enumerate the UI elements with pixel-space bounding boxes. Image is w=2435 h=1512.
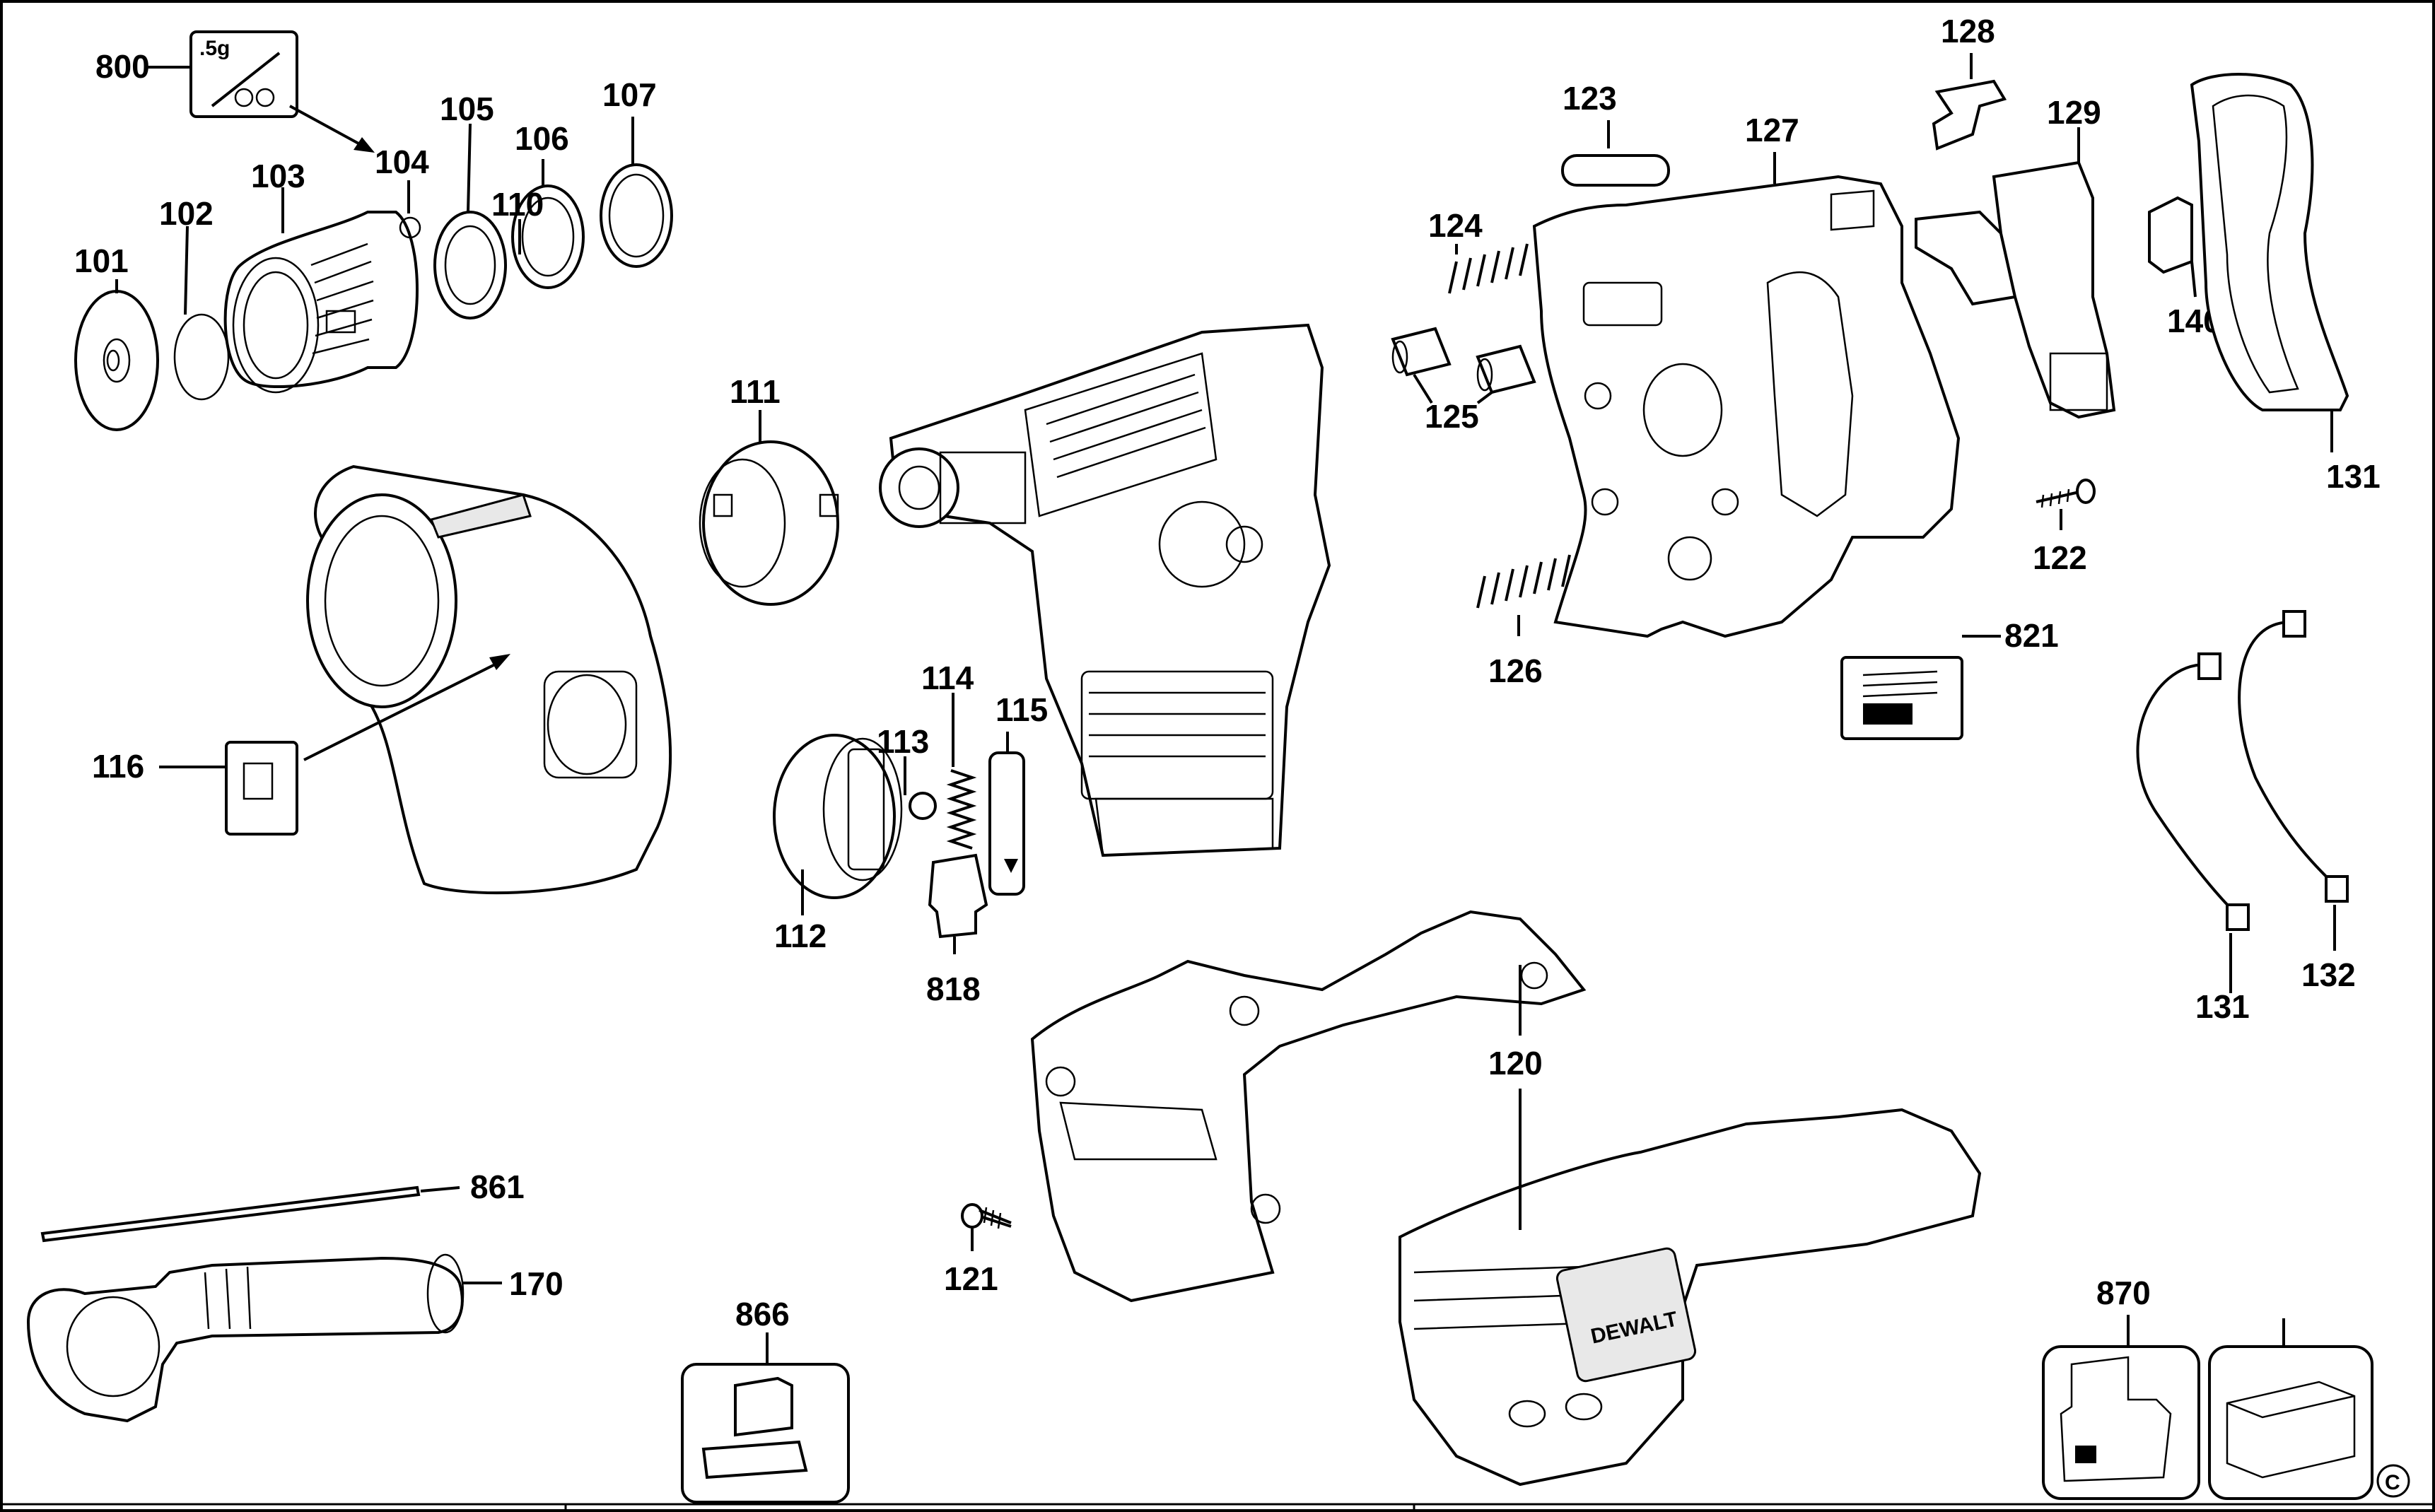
callout-126: 127 <box>1745 112 1799 148</box>
part-123-spring <box>1448 243 1529 294</box>
part-107-ring <box>600 117 673 268</box>
part-102-retaining-ring <box>173 225 230 401</box>
callout-132: 132 <box>2301 956 2356 993</box>
part-121-screw-lower <box>961 1203 1012 1251</box>
callout-861: 866 <box>735 1296 790 1332</box>
part-111-ring-nut <box>699 410 839 606</box>
part-121-screw-upper <box>2036 479 2096 530</box>
part-122-brush <box>1561 120 1670 187</box>
part-140-brush-holder <box>2148 196 2197 298</box>
callout-131: 131 <box>2195 988 2250 1025</box>
callout-122: 123 <box>1563 80 1617 117</box>
part-125-spring <box>1476 554 1571 636</box>
part-160-side-handle <box>26 1253 502 1423</box>
part-120-housing-left <box>1030 910 1587 1303</box>
part-104-ball <box>399 180 421 239</box>
part-112-mode-selector-knob <box>773 734 903 915</box>
callout-800: 800 <box>95 48 150 85</box>
motor-gearbox-assembly <box>879 323 1331 857</box>
part-120-housing-right: DEWALT <box>1398 1108 1982 1487</box>
callout-112: 112 <box>774 918 827 954</box>
callout-110: 110 <box>491 186 544 223</box>
part-105-guide-sleeve <box>433 123 507 320</box>
part-800-grease-kit: .5g <box>145 30 375 153</box>
callout-111: 111 <box>730 373 781 410</box>
part-818-label <box>159 654 510 836</box>
callout-102: 102 <box>159 195 214 232</box>
callout-821: 821 <box>2004 617 2059 654</box>
callout-866: 870 <box>2096 1274 2151 1311</box>
part-124-bushings <box>1391 327 1536 404</box>
callout-128: 129 <box>2047 94 2101 131</box>
copyright-symbol: C <box>2385 1471 2400 1494</box>
callout-160: 170 <box>509 1265 564 1302</box>
part-870-charger <box>2208 1318 2373 1500</box>
callout-129: 131 <box>2326 458 2381 495</box>
callout-170: 861 <box>470 1168 525 1205</box>
part-861-kit-box <box>681 1332 850 1504</box>
part-101-nose-cap <box>74 279 159 431</box>
part-106-collar <box>511 159 585 289</box>
part-127-clip <box>1932 53 2007 151</box>
part-114-spring <box>946 693 977 850</box>
part-866-battery-pack <box>2042 1315 2200 1500</box>
part-128-switch <box>1915 127 2116 419</box>
callout-116: 818 <box>926 971 981 1007</box>
callout-113: 113 <box>877 723 929 760</box>
callout-115: 115 <box>995 691 1048 728</box>
callout-124: 125 <box>1425 398 1479 435</box>
callout-103: 103 <box>251 158 305 194</box>
part-116-shift-block <box>928 853 988 954</box>
copyright-mark: C <box>2376 1464 2410 1498</box>
callout-121-lower: 121 <box>944 1260 998 1297</box>
part-132-lead-wire <box>2238 610 2349 951</box>
callout-107: 107 <box>602 76 657 113</box>
part-129-rear-handle <box>2190 73 2349 452</box>
callout-114: 114 <box>921 660 974 696</box>
callout-123: 124 <box>1428 207 1483 244</box>
part-110-gear-housing <box>306 219 672 895</box>
callout-105: 105 <box>440 90 494 127</box>
callout-120: 120 <box>1488 1045 1543 1082</box>
part-821-label <box>1840 635 2001 740</box>
part-113-pin <box>904 756 937 820</box>
part-170-depth-rod <box>40 1185 460 1243</box>
part-103-chuck-body <box>223 187 419 394</box>
callout-104: 104 <box>375 143 429 180</box>
part-131-lead-wire <box>2136 652 2250 993</box>
part-115-actuator <box>988 732 1025 896</box>
callout-818: 116 <box>92 748 144 785</box>
callout-125: 126 <box>1488 652 1543 689</box>
callout-101: 101 <box>74 242 129 279</box>
grease-amount-text: .5g <box>199 37 230 60</box>
part-126-handle-housing <box>1532 152 1961 638</box>
callout-127: 128 <box>1941 13 1995 49</box>
callout-106: 106 <box>515 120 569 157</box>
callout-121-upper: 122 <box>2033 539 2087 576</box>
